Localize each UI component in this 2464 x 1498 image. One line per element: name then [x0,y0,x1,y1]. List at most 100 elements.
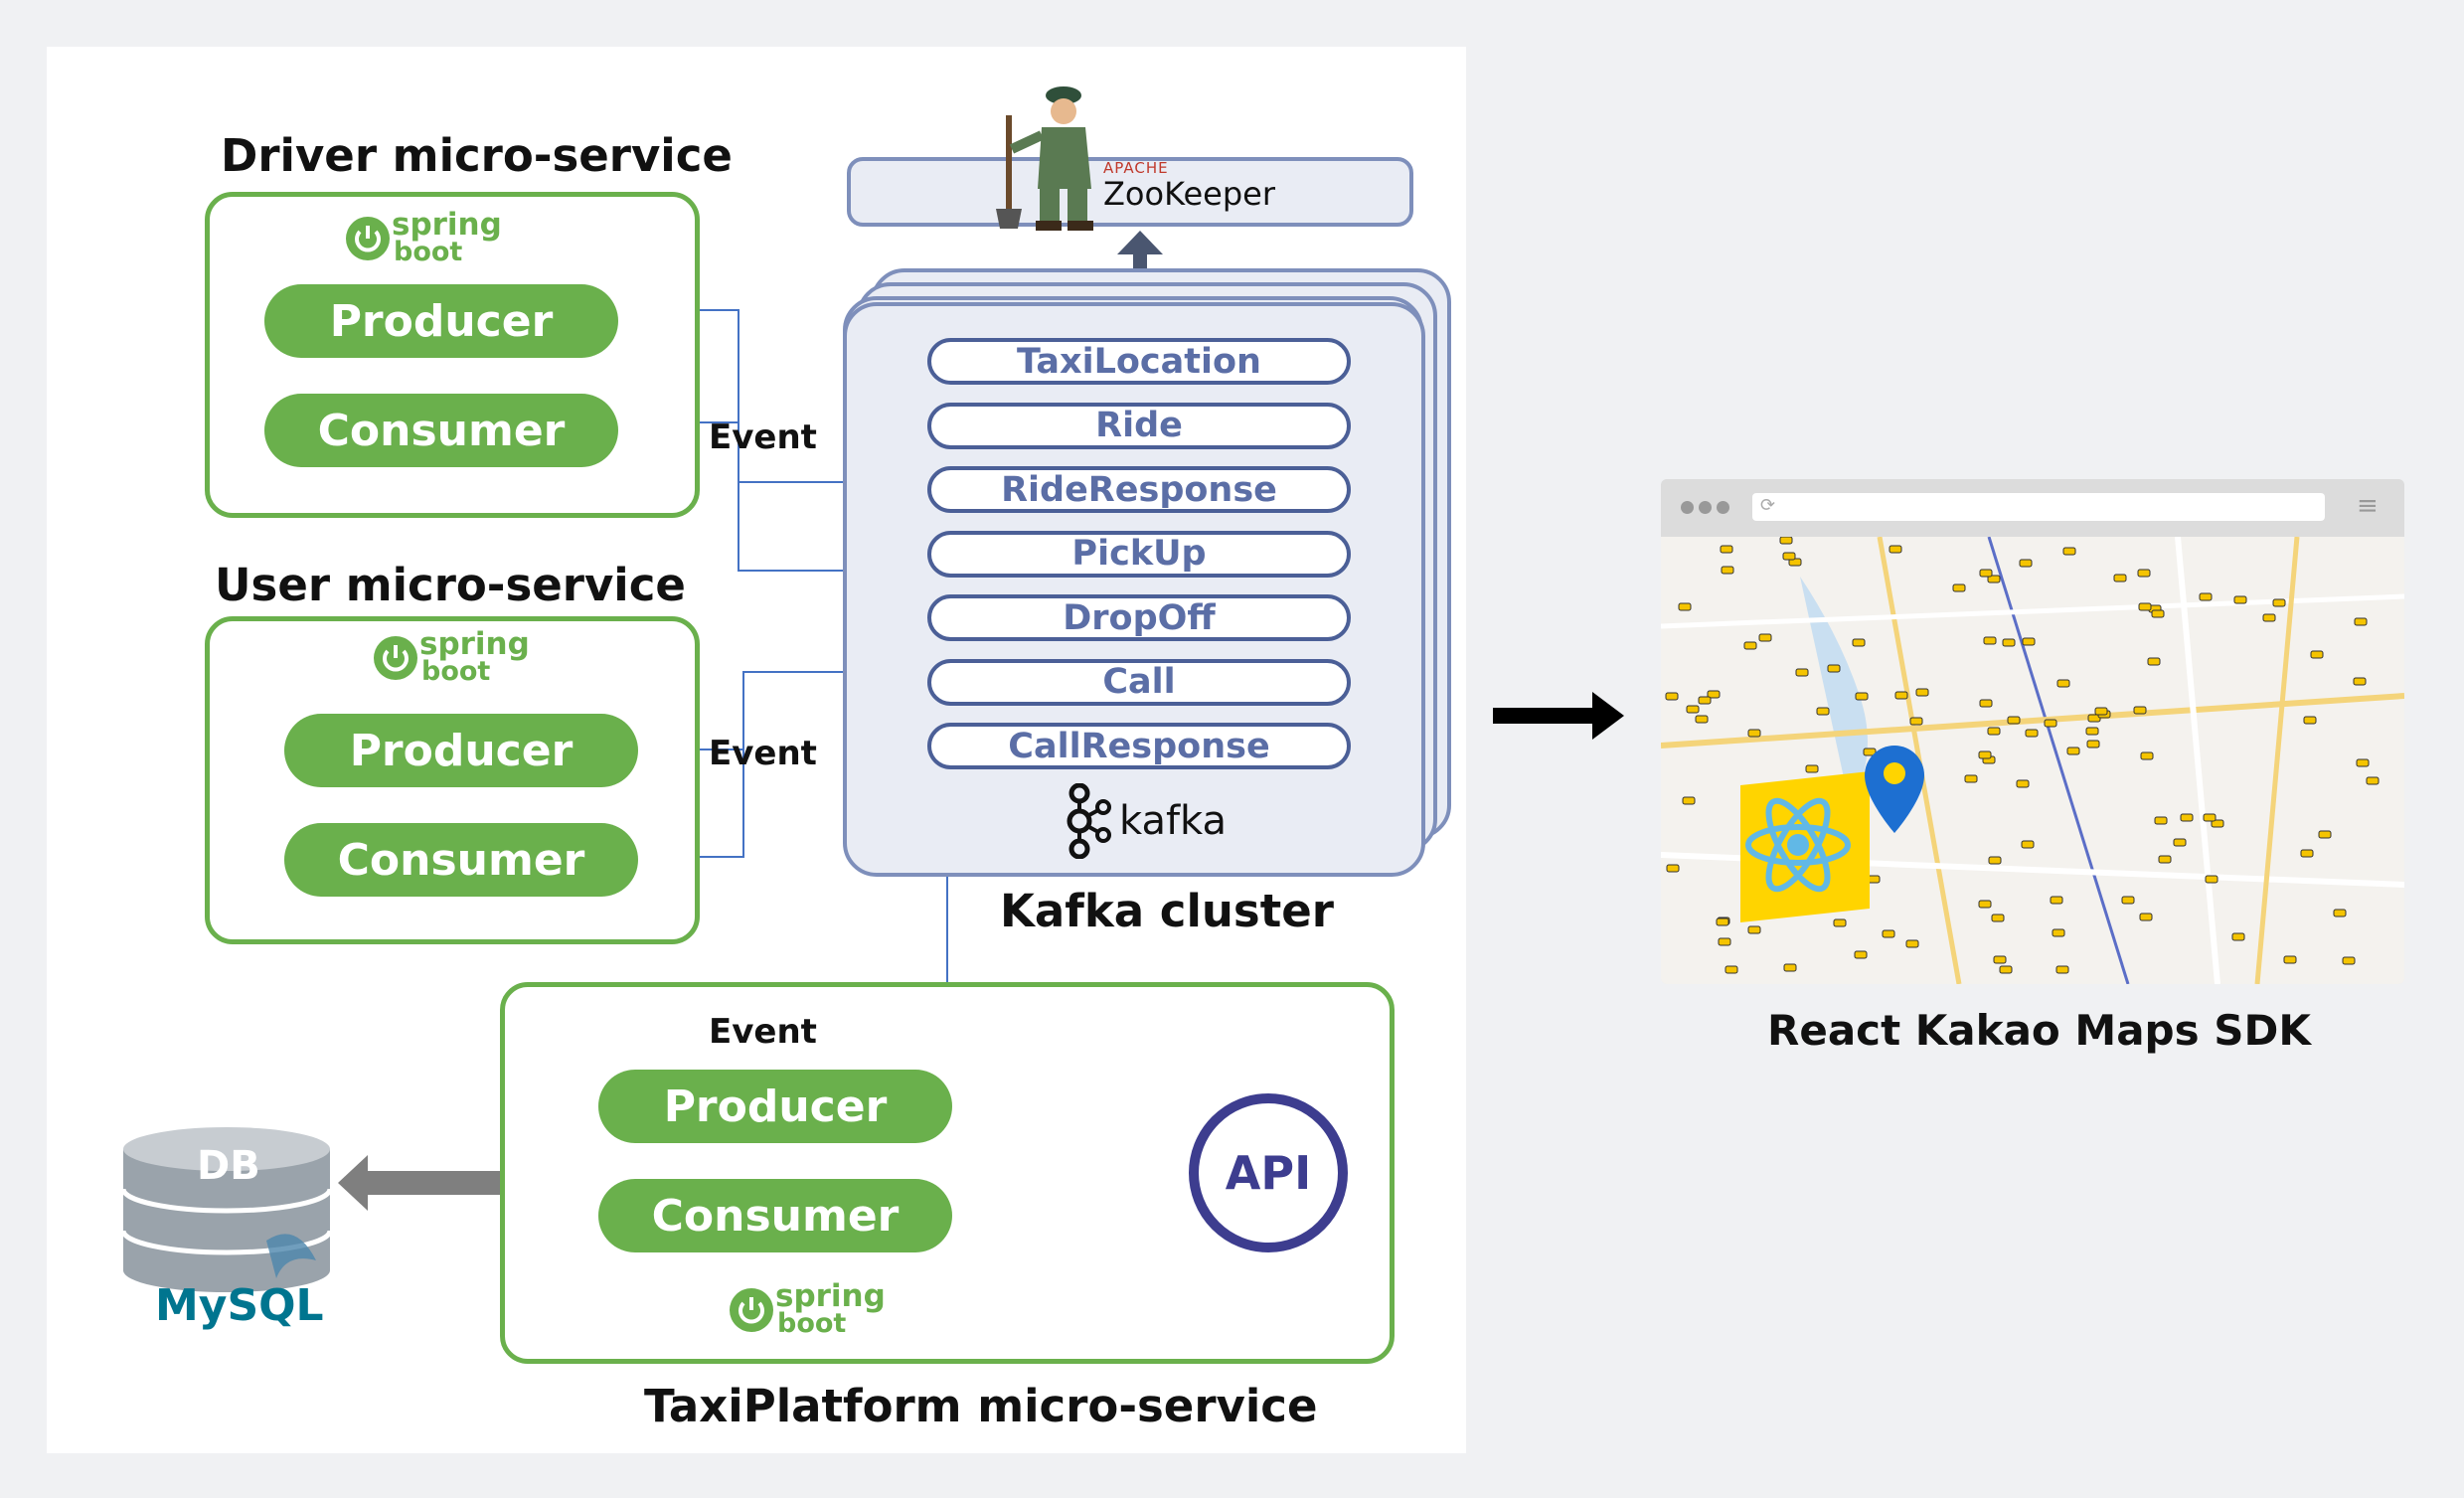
taxi-marker-icon [1747,925,1761,934]
taxi-marker-icon [1783,963,1797,972]
platform-consumer[interactable]: Consumer [598,1179,952,1252]
taxi-marker-icon [1863,748,1877,756]
taxi-marker-icon [1987,575,2001,583]
taxi-marker-icon [1854,950,1868,959]
taxi-marker-icon [2354,617,2368,626]
taxi-marker-icon [2055,965,2069,974]
browser-menu-icon[interactable]: ≡ [2357,491,2379,521]
taxi-marker-icon [1987,727,2001,736]
taxi-marker-icon [1999,965,2013,974]
taxi-marker-icon [1725,965,1738,974]
taxi-marker-icon [1991,914,2005,922]
zookeeper-mascot-icon [996,86,1093,231]
kafka-logo: kafka [1066,783,1227,859]
taxi-marker-icon [2233,595,2247,604]
taxi-marker-icon [2138,602,2152,611]
taxi-marker-icon [2318,830,2332,839]
to-frontend-arrow [1493,692,1624,740]
taxi-marker-icon [1782,552,1796,561]
zookeeper-name: ZooKeeper [1103,175,1275,213]
taxi-marker-icon [2262,613,2276,622]
browser-toolbar: ⟳ ≡ [1661,479,2404,537]
kakao-map[interactable] [1661,536,2404,984]
boot-text: boot [394,237,463,268]
taxi-marker-icon [2231,932,2245,941]
taxi-marker-icon [2154,816,2168,825]
kafka-cluster-box [843,302,1425,877]
taxi-marker-icon [2066,747,2080,755]
taxi-marker-icon [1718,937,1731,946]
taxi-marker-icon [1894,691,1908,700]
taxi-marker-icon [2002,638,2016,647]
map-canvas [1661,536,2404,984]
kafka-topic-call: Call [927,658,1351,706]
taxi-marker-icon [1978,750,1992,759]
taxi-marker-icon [2140,751,2154,760]
taxi-marker-icon [2356,758,2370,767]
boot-text: boot [777,1308,847,1340]
platform-producer[interactable]: Producer [598,1070,952,1143]
spring-text: spring [419,626,530,662]
taxi-marker-icon [1779,536,1793,545]
window-dot-icon [1681,501,1694,514]
db-label: DB [197,1143,260,1189]
taxi-marker-icon [1721,566,1734,575]
taxi-marker-icon [1747,729,1761,738]
taxi-marker-icon [2016,779,2030,788]
driver-producer[interactable]: Producer [264,284,618,358]
taxi-marker-icon [1795,668,1809,677]
taxi-marker-icon [1805,764,1819,773]
user-consumer[interactable]: Consumer [284,823,638,897]
taxi-marker-icon [1682,796,1696,805]
taxi-marker-icon [2366,776,2380,785]
taxi-marker-icon [1979,699,1993,708]
reload-icon[interactable]: ⟳ [1760,495,1776,516]
taxi-marker-icon [1686,705,1700,714]
spring-power-icon [346,216,390,260]
map-pin-icon [1865,746,1924,833]
taxi-marker-icon [1852,638,1866,647]
browser-address-bar[interactable]: ⟳ [1752,493,2325,521]
boot-text: boot [421,656,491,688]
taxi-marker-icon [1665,692,1679,701]
taxi-marker-icon [2019,559,2033,568]
taxi-marker-icon [2086,740,2100,749]
window-dot-icon [1699,501,1712,514]
kafka-icon [1067,783,1111,859]
user-producer[interactable]: Producer [284,714,638,787]
taxi-marker-icon [1909,717,1923,726]
taxi-marker-icon [2007,716,2021,725]
taxiplatform-service-title: TaxiPlatform micro-service [644,1380,1318,1432]
taxi-marker-icon [1666,864,1680,873]
taxi-marker-icon [1979,569,1993,578]
kafka-logo-text: kafka [1119,798,1228,844]
api-circle[interactable]: API [1189,1093,1348,1252]
taxi-marker-icon [2180,813,2194,822]
taxi-marker-icon [2062,547,2076,556]
taxi-marker-icon [1678,602,1692,611]
zookeeper-apache-text: APACHE [1103,159,1169,177]
kafka-topic-callresponse: CallResponse [927,723,1351,769]
taxi-marker-icon [1978,900,1992,909]
taxi-marker-icon [2205,875,2218,884]
taxi-marker-icon [1695,715,1709,724]
spring-power-icon [374,635,417,680]
taxi-marker-icon [1905,939,1919,948]
zookeeper-bar [847,157,1413,227]
taxi-marker-icon [1915,688,1929,697]
taxi-marker-icon [2173,838,2187,847]
taxi-marker-icon [2121,896,2135,905]
kafka-topic-rideresponse: RideResponse [927,466,1351,513]
driver-consumer[interactable]: Consumer [264,394,618,467]
taxi-marker-icon [1855,692,1869,701]
taxi-marker-icon [1816,707,1830,716]
spring-text: spring [392,207,502,243]
taxi-marker-icon [1827,664,1841,673]
taxi-marker-icon [1993,955,2007,964]
event-label-driver: Event [709,417,817,457]
taxi-marker-icon [1964,774,1978,783]
database-icon [120,1127,333,1292]
